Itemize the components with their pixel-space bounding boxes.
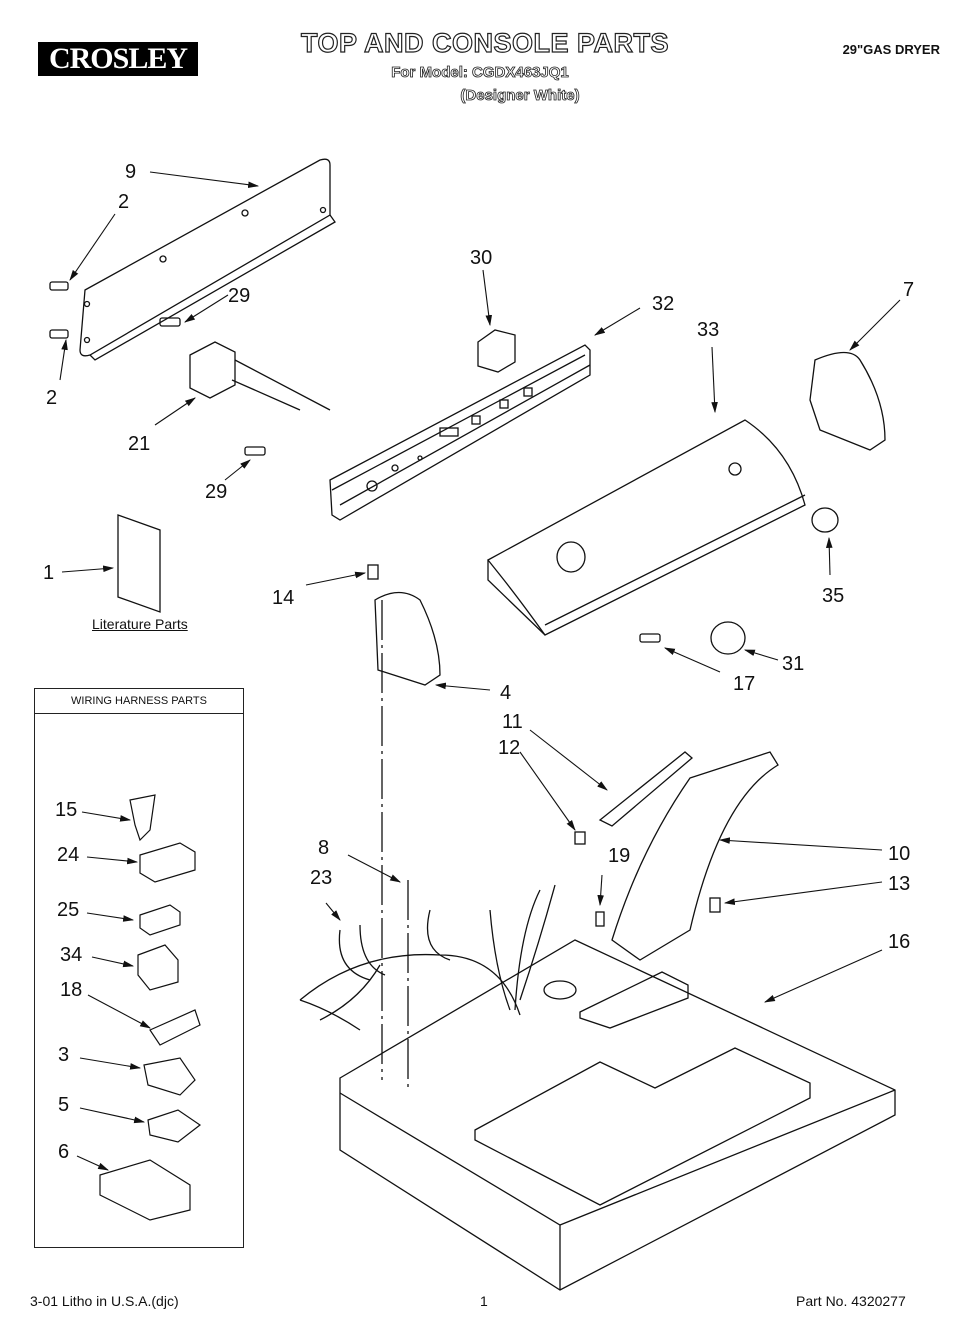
harness-callout: 3 <box>58 1044 70 1066</box>
callout-16: 16 <box>888 931 911 953</box>
wiring-harness-box: WIRING HARNESS PARTS <box>34 688 244 1248</box>
callout-13: 13 <box>888 873 911 895</box>
callout-1: 1 <box>43 562 55 584</box>
callout-11: 11 <box>502 711 523 733</box>
screw-part <box>367 564 379 580</box>
callout-32: 32 <box>652 293 675 315</box>
harness-callout: 6 <box>58 1141 70 1163</box>
literature-part <box>117 514 161 613</box>
light-lens-part <box>598 751 694 827</box>
switch-part <box>189 341 236 399</box>
screw-part <box>639 633 661 643</box>
clip-part <box>574 831 586 845</box>
top-panel-part <box>339 939 896 1291</box>
callout-17: 17 <box>733 673 756 695</box>
rear-panel-part <box>79 158 331 357</box>
part-number: Part No. 4320277 <box>796 1293 906 1309</box>
callout-21: 21 <box>128 433 151 455</box>
callout-2: 2 <box>118 191 130 213</box>
harness-callout: 34 <box>60 944 83 966</box>
harness-callout: 18 <box>60 979 83 1001</box>
callout-7: 7 <box>903 279 915 301</box>
screw-part <box>244 446 266 456</box>
callout-12: 12 <box>498 737 521 759</box>
callout-9: 9 <box>125 161 137 183</box>
connector-part <box>139 904 181 936</box>
model-variant: (Designer White) <box>460 87 580 105</box>
wire-clip-part <box>129 794 156 842</box>
callout-33: 33 <box>697 319 720 341</box>
callout-8: 8 <box>318 837 330 859</box>
console-panel-part <box>487 419 806 636</box>
page-title: TOP AND CONSOLE PARTS <box>300 27 670 58</box>
knob-part <box>811 507 839 533</box>
screw-part <box>709 897 721 913</box>
callout-19: 19 <box>608 845 631 867</box>
callout-14: 14 <box>272 587 295 609</box>
callout-4: 4 <box>500 682 512 704</box>
harness-callout: 5 <box>58 1094 70 1116</box>
screw-part <box>49 281 69 291</box>
wiring-harness-title: WIRING HARNESS PARTS <box>35 689 243 714</box>
wiring-harness-part <box>299 884 556 1031</box>
connector-part <box>139 842 196 883</box>
end-cap-right-part <box>809 351 886 451</box>
model-number: For Model: CGDX463JQ1 <box>391 64 569 82</box>
connector-part <box>143 1057 196 1096</box>
callout-29: 29 <box>205 481 228 503</box>
product-type: 29"GAS DRYER <box>842 42 940 57</box>
callout-35: 35 <box>822 585 845 607</box>
callout-29: 29 <box>228 285 251 307</box>
knob-part <box>710 621 746 655</box>
connector-part <box>147 1109 202 1143</box>
callout-10: 10 <box>888 843 911 865</box>
screw-part <box>49 329 69 339</box>
harness-callout: 24 <box>57 844 80 866</box>
air-duct-part <box>611 751 779 961</box>
harness-callout: 25 <box>57 899 80 921</box>
end-cap-left-part <box>374 591 441 686</box>
brand-logo: CROSLEY <box>38 42 198 76</box>
screw-part <box>159 317 181 327</box>
selector-part <box>477 329 516 373</box>
print-info: 3-01 Litho in U.S.A.(djc) <box>30 1293 179 1309</box>
screw-part <box>595 911 605 927</box>
harness-callout: 15 <box>55 799 78 821</box>
page-number: 1 <box>480 1293 488 1309</box>
console-bracket-part <box>329 344 591 521</box>
terminal-part <box>149 1009 201 1046</box>
literature-parts-label: Literature Parts <box>92 616 188 632</box>
callout-30: 30 <box>470 247 493 269</box>
callout-31: 31 <box>782 653 805 675</box>
callout-23: 23 <box>310 867 333 889</box>
callout-2: 2 <box>46 387 58 409</box>
connector-part <box>137 944 179 991</box>
connector-part <box>99 1159 191 1221</box>
